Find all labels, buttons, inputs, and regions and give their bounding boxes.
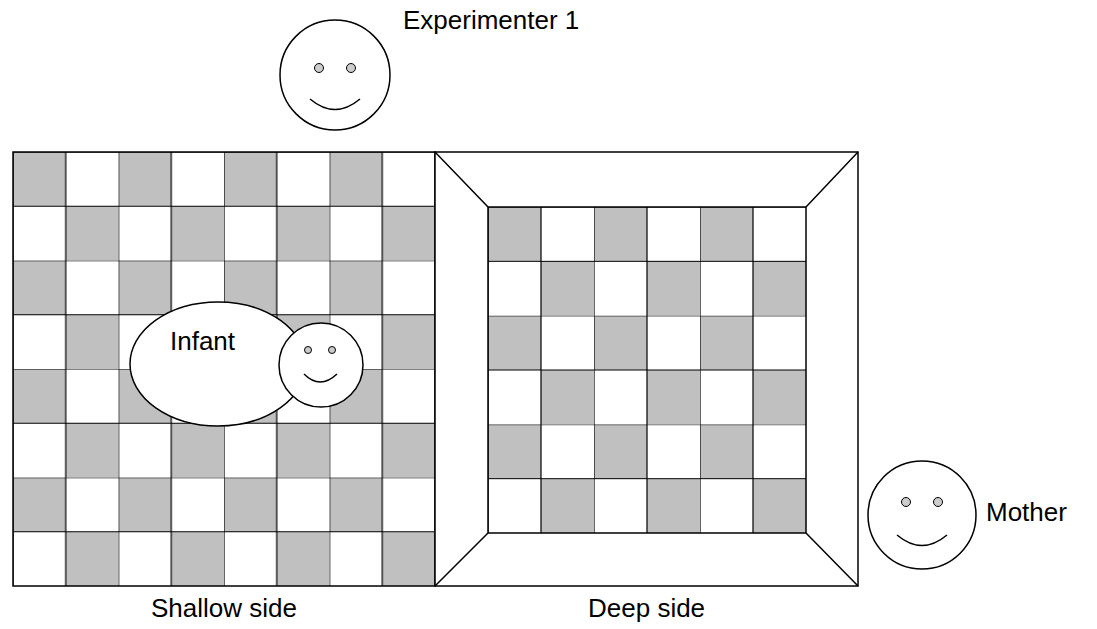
mother-face [868,461,976,569]
experimenter-node: Experimenter 1 [280,20,390,130]
infant-node: Infant [130,302,306,426]
deep-board [488,207,806,533]
infant-face [279,323,363,407]
experimenter-face [280,20,390,130]
frame-corners [435,152,858,586]
board-label: Deep side [588,594,705,624]
board-label: Shallow side [151,594,297,624]
deep-side-node: Deep side [435,152,858,586]
experimenter-label: Experimenter 1 [403,6,579,36]
mother-node: Mother [868,461,976,569]
deep-frame [435,152,858,586]
shallow-side-node: Shallow sideInfant [13,152,435,586]
shallow-board [13,152,435,586]
mother-label: Mother [986,498,1067,528]
infant-label: Infant [170,327,235,357]
